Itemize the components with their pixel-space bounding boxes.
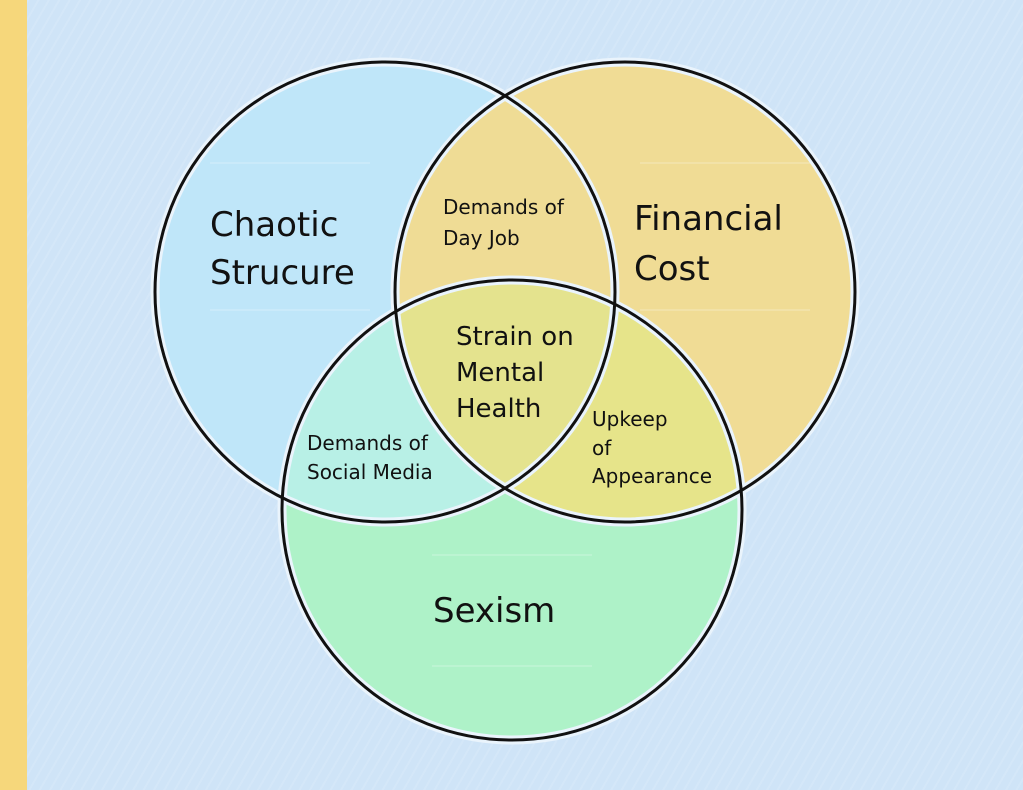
label-chaotic-structure: Chaotic Strucure: [210, 205, 355, 293]
outline-financial: [393, 60, 857, 524]
label-social-media-line1: Demands of: [307, 431, 429, 455]
label-financial-cost-line1: Financial: [634, 199, 783, 239]
label-chaotic-structure-line1: Chaotic: [210, 205, 338, 245]
label-demands-social-media: Demands of Social Media: [307, 431, 434, 484]
label-strain-line1: Strain on: [456, 322, 574, 352]
label-upkeep-line2: of: [592, 436, 612, 460]
label-demands-day-job-line2: Day Job: [443, 226, 520, 250]
label-sexism-line1: Sexism: [433, 591, 555, 631]
label-strain-line3: Health: [456, 394, 541, 424]
label-demands-day-job-line1: Demands of: [443, 195, 565, 219]
label-strain-mental-health: Strain on Mental Health: [456, 322, 582, 424]
label-upkeep-line1: Upkeep: [592, 407, 668, 431]
label-chaotic-structure-line2: Strucure: [210, 253, 355, 293]
label-financial-cost: Financial Cost: [634, 199, 794, 289]
label-social-media-line2: Social Media: [307, 460, 433, 484]
guide-lines: [210, 162, 810, 667]
label-demands-day-job: Demands of Day Job: [443, 195, 570, 250]
outline-sexism: [280, 278, 744, 742]
label-sexism: Sexism: [433, 591, 555, 631]
label-upkeep-line3: Appearance: [592, 464, 712, 488]
outline-chaotic: [153, 60, 617, 524]
label-financial-cost-line2: Cost: [634, 249, 710, 289]
label-upkeep-appearance: Upkeep of Appearance: [592, 407, 712, 488]
left-accent-strip: [0, 0, 27, 790]
label-strain-line2: Mental: [456, 358, 544, 388]
